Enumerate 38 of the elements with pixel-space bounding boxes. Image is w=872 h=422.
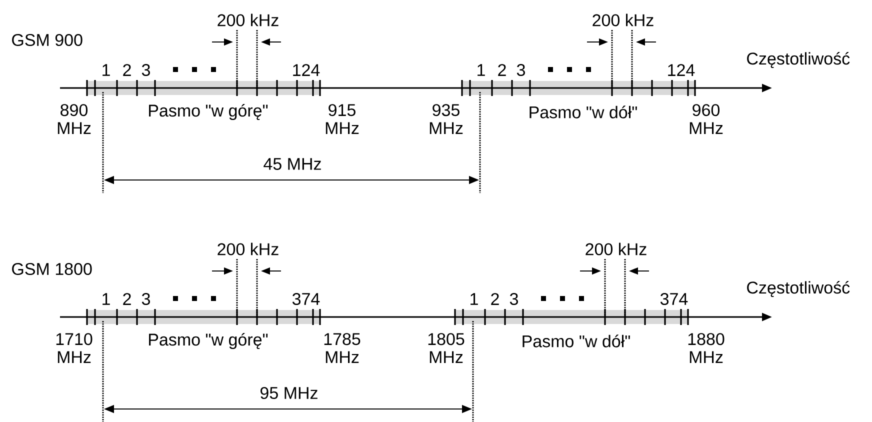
channel-number: 3: [142, 292, 150, 306]
axis-label: Częstotliwość: [747, 52, 850, 68]
channel-number: 2: [123, 293, 131, 305]
spacing-label: 200 kHz: [592, 14, 654, 26]
frequency-label: 915 MHz: [326, 104, 359, 134]
channel-number: 374: [292, 292, 320, 306]
channel-number: 1: [478, 64, 485, 76]
panel-title: GSM 1800: [12, 262, 92, 276]
frequency-label: 1785 MHz: [324, 333, 360, 363]
band-label: Pasmo "w dół": [522, 334, 630, 348]
spacing-label: 200 kHz: [218, 14, 278, 26]
frequency-label: 935 MHz: [430, 104, 463, 134]
channel-number: 3: [516, 64, 525, 76]
band-label: Pasmo "w górę": [149, 104, 268, 120]
channel-number: 1: [102, 64, 110, 76]
frequency-label: 1880 MHz: [688, 333, 724, 363]
axis-label: Częstotliwość: [747, 280, 850, 298]
channel-number: 2: [123, 64, 131, 76]
channel-number: 374: [660, 292, 688, 306]
channel-number: 1: [102, 293, 110, 305]
frequency-label: 960 MHz: [690, 104, 723, 134]
dimension-label: 95 MHz: [260, 386, 318, 400]
spacing-label: 200 kHz: [218, 242, 278, 256]
frequency-label: 1710 MHz: [56, 333, 92, 363]
channel-number: 2: [498, 64, 506, 76]
channel-number: 124: [668, 64, 695, 76]
channel-number: 3: [142, 64, 150, 76]
frequency-label: 890 MHz: [58, 104, 91, 134]
panel-title: GSM 900: [12, 34, 82, 46]
channel-number: 1: [470, 293, 478, 305]
band-label: Pasmo "w dół": [530, 106, 637, 118]
channel-number: 124: [293, 64, 320, 76]
channel-number: 3: [510, 292, 518, 306]
dimension-label: 45 MHz: [264, 158, 321, 170]
band-label: Pasmo "w górę": [149, 332, 268, 350]
channel-number: 2: [491, 293, 499, 305]
frequency-label: 1805 MHz: [428, 333, 464, 363]
spacing-label: 200 kHz: [586, 242, 646, 256]
